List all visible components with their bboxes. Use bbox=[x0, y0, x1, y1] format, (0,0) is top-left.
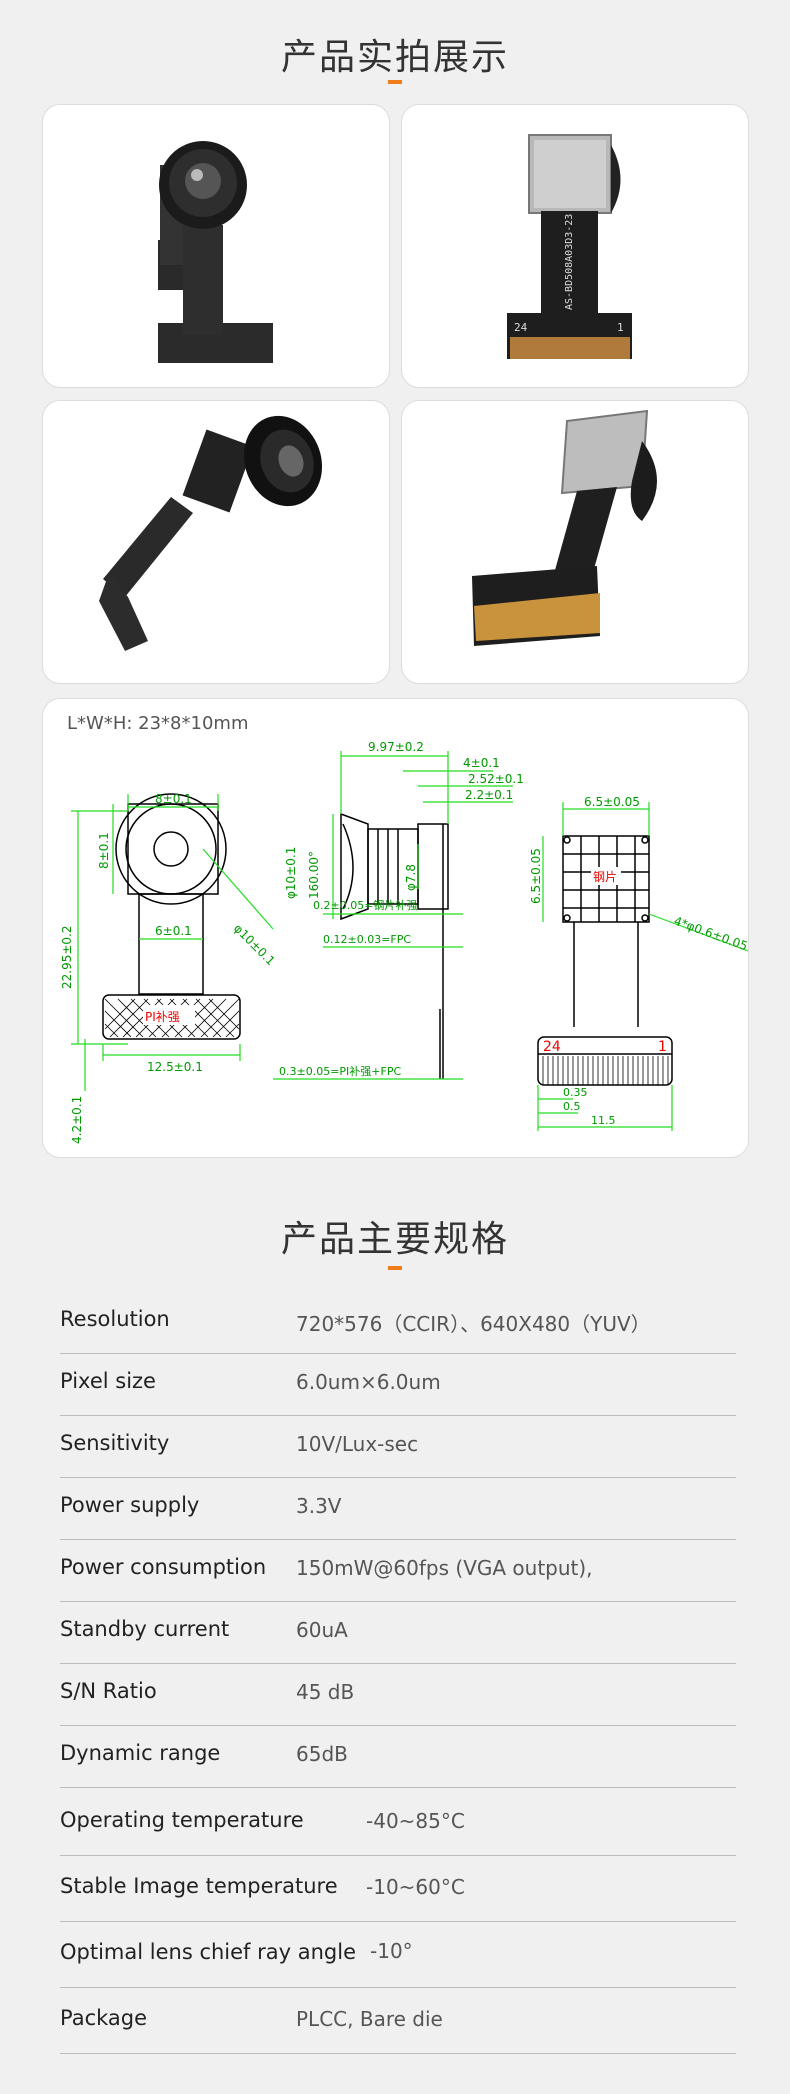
spec-row-standby-current: Standby current 60uA bbox=[60, 1601, 736, 1664]
dimension-drawing: PI补强 8±0.1 8±0.1 6±0.1 φ10±0.1 22.95±0.2… bbox=[60, 740, 749, 1144]
side-note-pi-fpc: 0.3±0.05=PI补强+FPC bbox=[279, 1065, 401, 1078]
front-dim-bottom-width: 12.5±0.1 bbox=[147, 1060, 203, 1074]
back-dim-height: 6.5±0.05 bbox=[529, 848, 543, 904]
photo-card-front bbox=[42, 104, 390, 388]
back-dim-pitch2: 0.5 bbox=[563, 1100, 581, 1113]
front-dim-lens-diameter: φ10±0.1 bbox=[231, 921, 278, 968]
spec-row-sensitivity: Sensitivity 10V/Lux-sec bbox=[60, 1415, 736, 1478]
spec-value: 150mW@60fps (VGA output), bbox=[296, 1556, 593, 1580]
spec-value: 3.3V bbox=[296, 1494, 342, 1518]
front-dim-neck: 6±0.1 bbox=[155, 924, 192, 938]
lwh-label: L*W*H: 23*8*10mm bbox=[67, 713, 249, 734]
photo-card-side bbox=[42, 400, 390, 684]
back-steel-label: 钢片 bbox=[593, 870, 617, 884]
back-dim-connector-width: 11.5 bbox=[591, 1114, 616, 1127]
spec-value: PLCC, Bare die bbox=[296, 2007, 443, 2031]
spec-label: Power consumption bbox=[60, 1555, 267, 1579]
spec-row-operating-temperature: Operating temperature -40~85°C bbox=[60, 1790, 736, 1856]
spec-value: 720*576（CCIR）、640X480（YUV） bbox=[296, 1312, 651, 1336]
spec-row-resolution: Resolution 720*576（CCIR）、640X480（YUV） bbox=[60, 1291, 736, 1354]
svg-text:1: 1 bbox=[617, 321, 624, 334]
back-pin-right: 1 bbox=[658, 1039, 667, 1055]
side-dim-diameter: φ10±0.1 bbox=[284, 847, 298, 899]
spec-label: Operating temperature bbox=[60, 1808, 304, 1832]
spec-label: Package bbox=[60, 2006, 148, 2030]
camera-module-back-photo-icon: 24 1 AS-BD508A03D3-23 bbox=[507, 134, 632, 359]
spec-label: Power supply bbox=[60, 1493, 200, 1517]
back-dim-holes: 4*φ0.6±0.05 bbox=[672, 914, 749, 954]
front-dim-sensor-height: 8±0.1 bbox=[97, 832, 111, 869]
side-note-fpc: 0.12±0.03=FPC bbox=[323, 933, 411, 946]
photo-card-angled bbox=[401, 400, 749, 684]
spec-value: 45 dB bbox=[296, 1680, 355, 1704]
side-dim-d1: 4±0.1 bbox=[463, 756, 500, 770]
section-title-specs: 产品主要规格 bbox=[280, 1219, 509, 1260]
spec-label: Dynamic range bbox=[60, 1741, 221, 1765]
spec-label: Sensitivity bbox=[60, 1431, 170, 1455]
spec-label: Stable Image temperature bbox=[60, 1874, 338, 1898]
spec-value: 6.0um×6.0um bbox=[296, 1370, 441, 1394]
dimension-drawing-card: L*W*H: 23*8*10mm PI补强 bbox=[42, 698, 749, 1158]
front-dim-bottom-height: 4.2±0.1 bbox=[70, 1096, 84, 1144]
spec-value: -40~85°C bbox=[366, 1809, 465, 1833]
back-dim-lines bbox=[537, 802, 748, 1131]
side-dim-lines bbox=[273, 751, 513, 1080]
front-dim-lines bbox=[71, 794, 274, 1091]
front-view bbox=[102, 793, 241, 1040]
spec-row-power-supply: Power supply 3.3V bbox=[60, 1477, 736, 1540]
spec-row-stable-image-temperature: Stable Image temperature -10~60°C bbox=[60, 1856, 736, 1922]
camera-module-side-photo-icon bbox=[99, 415, 323, 651]
side-dim-inner: φ7.8 bbox=[404, 864, 418, 891]
connector-pins bbox=[542, 1056, 669, 1085]
side-dim-d2: 2.52±0.1 bbox=[468, 772, 524, 786]
spec-value: 60uA bbox=[296, 1618, 348, 1642]
spec-label: Optimal lens chief ray angle bbox=[60, 1940, 356, 1964]
spec-row-power-consumption: Power consumption 150mW@60fps (VGA outpu… bbox=[60, 1539, 736, 1602]
spec-value: 65dB bbox=[296, 1742, 348, 1766]
back-dim-pitch1: 0.35 bbox=[563, 1086, 588, 1099]
front-dim-top-width: 8±0.1 bbox=[155, 792, 192, 806]
spec-row-chief-ray-angle: Optimal lens chief ray angle -10° bbox=[60, 1922, 736, 1988]
spec-row-sn-ratio: S/N Ratio 45 dB bbox=[60, 1663, 736, 1726]
svg-text:24: 24 bbox=[514, 321, 528, 334]
spec-row-package: Package PLCC, Bare die bbox=[60, 1988, 736, 2054]
camera-module-angled-photo-icon bbox=[472, 409, 657, 646]
photo-card-back: 24 1 AS-BD508A03D3-23 bbox=[401, 104, 749, 388]
svg-text:AS-BD508A03D3-23: AS-BD508A03D3-23 bbox=[564, 214, 575, 310]
front-dim-total-length: 22.95±0.2 bbox=[60, 926, 74, 990]
spec-value: 10V/Lux-sec bbox=[296, 1432, 419, 1456]
side-dim-fov: 160.00° bbox=[307, 851, 321, 899]
title-accent-bar-specs bbox=[388, 1266, 402, 1270]
spec-row-pixel-size: Pixel size 6.0um×6.0um bbox=[60, 1353, 736, 1416]
pi-label: PI补强 bbox=[145, 1010, 180, 1024]
camera-module-front-photo-icon bbox=[158, 141, 273, 363]
spec-label: Standby current bbox=[60, 1617, 230, 1641]
back-dim-width: 6.5±0.05 bbox=[584, 795, 640, 809]
spec-value: -10~60°C bbox=[366, 1875, 465, 1899]
side-note-steel: 0.2±0.05=钢片补强 bbox=[313, 899, 417, 912]
section-title-photos: 产品实拍展示 bbox=[280, 37, 509, 78]
side-dim-d3: 2.2±0.1 bbox=[465, 788, 513, 802]
spec-label: Resolution bbox=[60, 1307, 170, 1331]
side-dim-total: 9.97±0.2 bbox=[368, 740, 424, 754]
spec-value: -10° bbox=[370, 1939, 413, 1963]
back-pin-left: 24 bbox=[543, 1039, 561, 1055]
spec-label: Pixel size bbox=[60, 1369, 156, 1393]
spec-label: S/N Ratio bbox=[60, 1679, 157, 1703]
title-accent-bar bbox=[388, 80, 402, 84]
spec-row-dynamic-range: Dynamic range 65dB bbox=[60, 1725, 736, 1788]
